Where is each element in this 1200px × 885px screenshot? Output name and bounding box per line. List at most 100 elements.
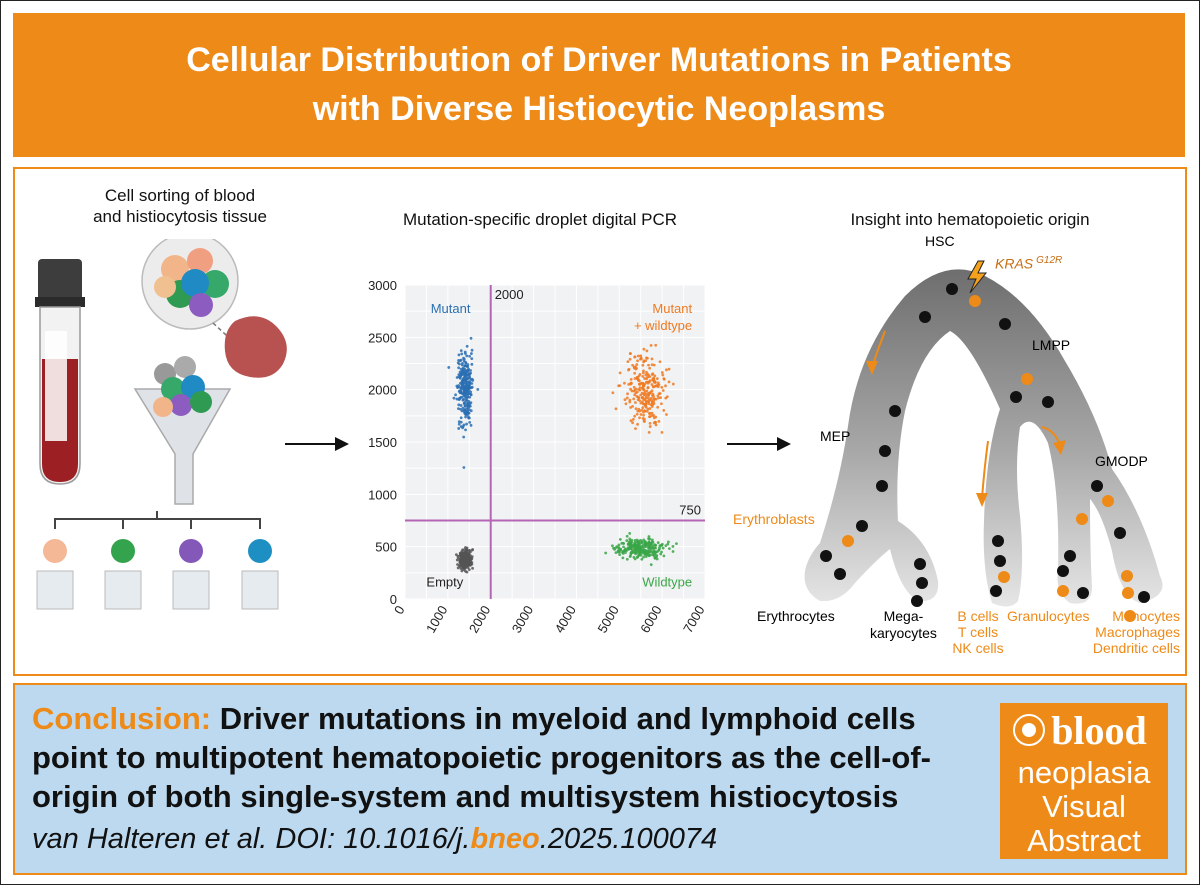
droplet-point (467, 402, 470, 406)
y-tick-label: 2000 (368, 383, 397, 398)
citation-bold: bneo (470, 823, 540, 855)
droplet-point (636, 359, 639, 363)
droplet-point (459, 396, 463, 399)
droplet-point (468, 372, 472, 376)
megakaryocytes-line1: Mega- (883, 608, 924, 624)
citation-post: .2025.100074 (539, 823, 718, 855)
b-cells-label: B cells (957, 608, 999, 624)
droplet-point (665, 413, 668, 416)
lineage-arrowhead (866, 361, 878, 375)
figure-panel: Cell sorting of blood and histiocytosis … (13, 167, 1187, 676)
droplet-point (462, 402, 466, 406)
droplet-point (459, 416, 463, 420)
title-line-1: Cellular Distribution of Driver Mutation… (186, 41, 1012, 79)
droplet-point (642, 384, 645, 388)
droplet-point (645, 389, 649, 393)
droplet-point (459, 425, 463, 428)
droplet-point (647, 392, 651, 396)
page-title: Cellular Distribution of Driver Mutation… (13, 13, 1185, 157)
droplet-point (642, 419, 646, 423)
droplet-point (660, 371, 664, 374)
conclusion-box: Conclusion: Driver mutations in myeloid … (13, 683, 1187, 875)
droplet-point (633, 539, 637, 542)
droplet-point (632, 385, 636, 389)
mutated-cell-dot (1122, 587, 1134, 599)
citation-pre: van Halteren et al. DOI: 10.1016/j. (32, 823, 471, 855)
droplet-point (641, 406, 645, 410)
x-tick-label: 2000 (466, 603, 493, 636)
wildtype-cell-dot (834, 568, 846, 580)
droplet-point (651, 403, 654, 407)
macrophages-label: Macrophages (1095, 624, 1180, 640)
droplet-point (671, 550, 675, 553)
conclusion-body: Driver mutations in myeloid and lymphoid… (32, 701, 931, 814)
x-tick-label: 6000 (637, 603, 664, 636)
droplet-point (627, 368, 630, 372)
panel3-label: Insight into hematopoietic origin (850, 210, 1090, 229)
wildtype-cell-dot (889, 405, 901, 417)
droplet-point (634, 551, 638, 555)
droplet-point (643, 397, 647, 401)
droplet-point (469, 336, 473, 340)
droplet-point (623, 548, 627, 552)
citation: van Halteren et al. DOI: 10.1016/j.bneo.… (32, 823, 717, 856)
droplet-point (467, 568, 471, 572)
droplet-point (667, 547, 671, 551)
lmpp-label: LMPP (1032, 337, 1071, 353)
wildtype-cell-dot (876, 480, 888, 492)
droplet-point (625, 557, 629, 561)
droplet-point (645, 409, 649, 413)
droplet-point (470, 362, 474, 366)
droplet-point (636, 354, 640, 358)
droplet-point (649, 543, 653, 547)
droplet-point (628, 543, 632, 547)
droplet-point (638, 550, 641, 554)
droplet-point (644, 359, 648, 362)
droplet-point (458, 560, 462, 564)
wildtype-cell-dot (999, 318, 1011, 330)
droplet-point (465, 375, 468, 378)
droplet-point (628, 539, 632, 543)
droplet-point (655, 557, 659, 561)
droplet-point (629, 378, 633, 381)
droplet-point (642, 360, 646, 364)
droplet-point (455, 558, 459, 562)
droplet-point (626, 360, 630, 364)
droplet-point (469, 401, 473, 405)
droplet-point (667, 367, 671, 371)
conclusion-head: Conclusion: (32, 701, 212, 736)
droplet-point (647, 544, 651, 547)
mutated-cell-dot (1057, 585, 1069, 597)
droplet-point (652, 421, 656, 425)
mutation-variant: G12R (1036, 255, 1063, 266)
droplet-point (647, 363, 650, 367)
magnified-cells-icon (141, 239, 239, 346)
megakaryocytes-label: Mega-karyocytes (870, 608, 937, 642)
hematopoietic-tree (804, 260, 1163, 622)
wildtype-cell-dot (919, 311, 931, 323)
droplet-point (456, 554, 460, 558)
sorted-tubes-icon (36, 539, 279, 610)
droplet-point (648, 415, 652, 419)
droplet-point (648, 541, 652, 545)
droplet-point (468, 395, 472, 399)
droplet-point (611, 544, 614, 548)
droplet-point (650, 357, 654, 361)
droplet-point (634, 407, 638, 411)
droplet-point (650, 363, 654, 367)
wildtype-cell-dot (1010, 391, 1022, 403)
droplet-point (642, 413, 645, 417)
droplet-point (460, 352, 464, 356)
droplet-point (660, 544, 664, 547)
dendritic-label: Dendritic cells (1092, 640, 1180, 656)
droplet-point (638, 386, 642, 390)
droplet-point (639, 357, 643, 361)
droplet-point (649, 553, 653, 557)
droplet-point (658, 392, 662, 395)
droplet-point (463, 381, 467, 385)
arrow-1 (285, 437, 349, 451)
droplet-point (461, 406, 465, 410)
droplet-point (617, 543, 621, 547)
droplet-point (464, 553, 468, 557)
